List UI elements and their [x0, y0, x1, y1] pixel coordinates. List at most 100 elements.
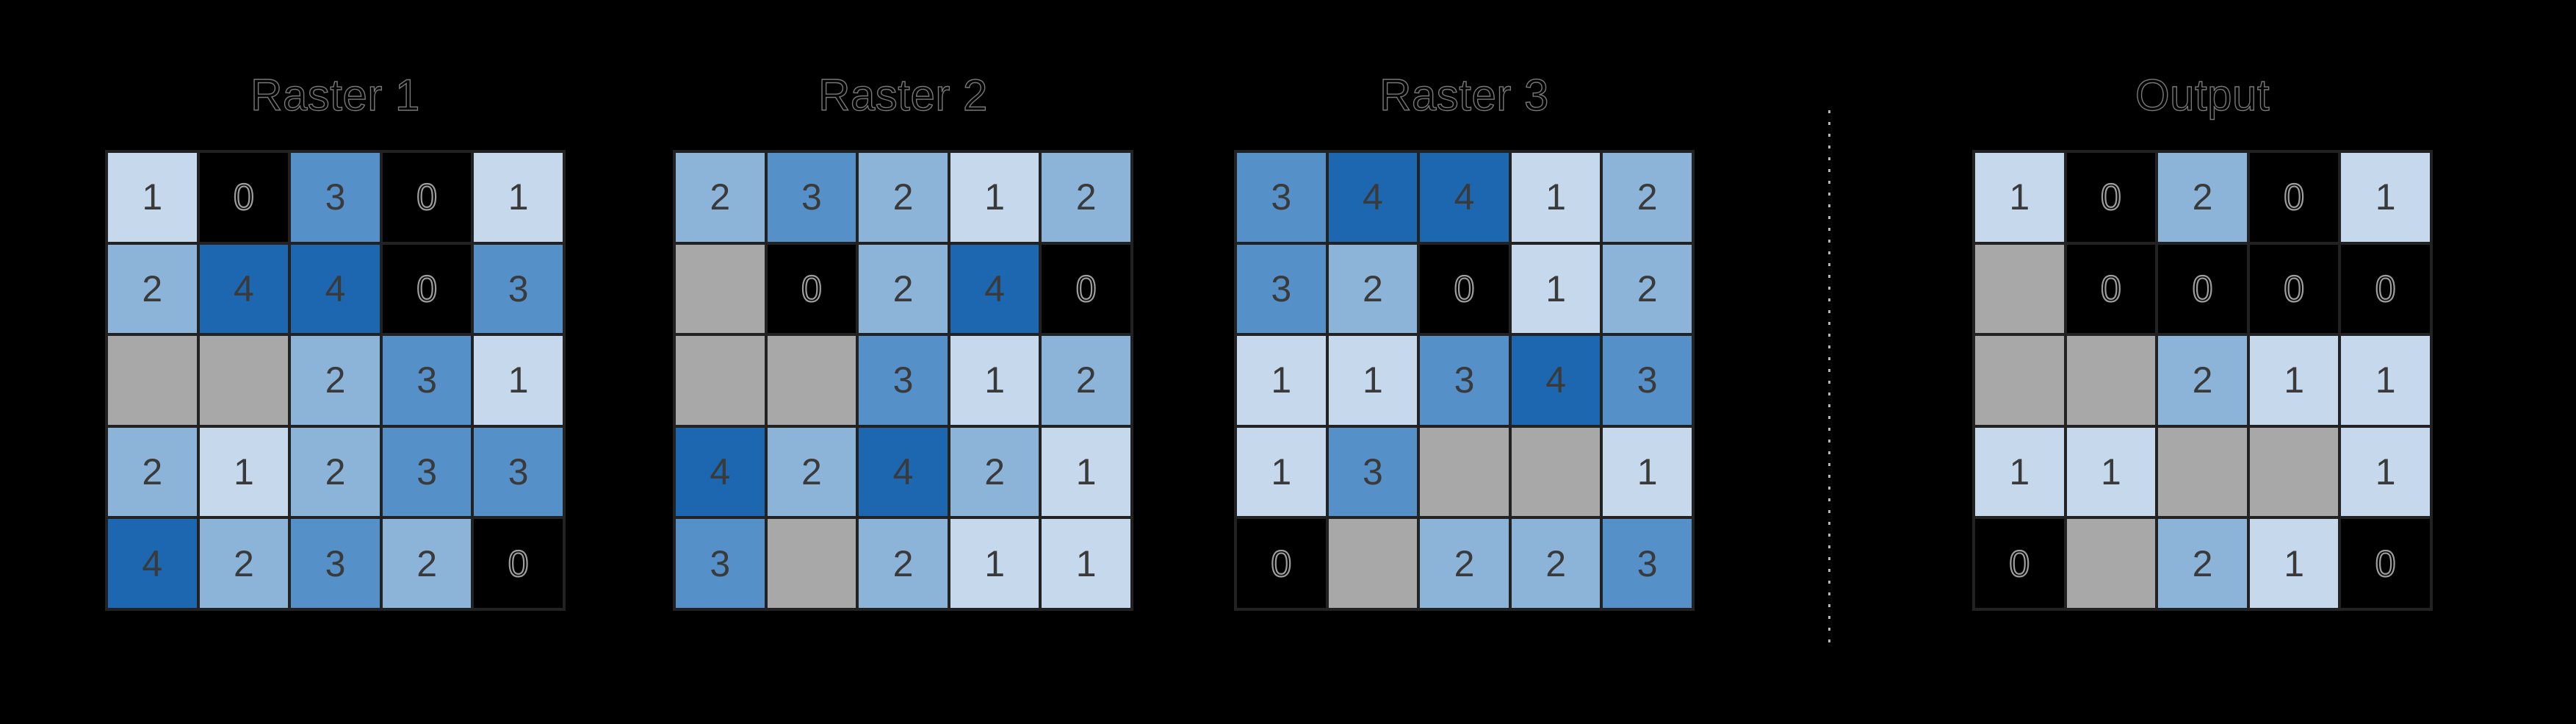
cell-value: 2: [325, 359, 346, 401]
cell-value: 1: [2375, 451, 2396, 493]
nodata-cell: [108, 336, 197, 425]
value-cell: 1: [950, 153, 1039, 242]
cell-value: 3: [1362, 451, 1383, 493]
value-cell: 4: [291, 244, 380, 334]
cell-value: 1: [2284, 359, 2304, 401]
value-cell: 1: [2341, 336, 2430, 425]
value-cell: 1: [108, 153, 197, 242]
cell-value: 2: [2192, 542, 2213, 584]
value-cell: 3: [1603, 519, 1692, 608]
cell-value: 3: [1271, 268, 1292, 309]
cell-value: 1: [142, 176, 163, 218]
value-cell: 1: [1511, 153, 1601, 242]
nodata-cell: [2066, 336, 2156, 425]
value-cell: 2: [1603, 153, 1692, 242]
cell-value: 4: [1362, 176, 1383, 218]
value-cell: 0: [2341, 519, 2430, 608]
cell-value: 0: [2283, 176, 2305, 218]
cell-value: 3: [508, 268, 529, 309]
value-cell: 0: [382, 244, 472, 334]
cell-value: 0: [508, 542, 530, 584]
cell-value: 1: [2375, 359, 2396, 401]
nodata-cell: [676, 336, 765, 425]
cell-value: 0: [801, 268, 823, 309]
cell-value: 2: [2192, 176, 2213, 218]
cell-value: 1: [1271, 451, 1292, 493]
cell-value: 4: [142, 542, 163, 584]
value-cell: 3: [676, 519, 765, 608]
value-cell: 3: [859, 336, 948, 425]
output-title: Output: [2135, 71, 2270, 120]
cell-value: 1: [2009, 176, 2030, 218]
value-cell: 0: [2249, 153, 2339, 242]
cell-value: 2: [2192, 359, 2213, 401]
cell-value: 1: [984, 542, 1005, 584]
cell-value: 0: [2283, 268, 2305, 309]
value-cell: 2: [108, 244, 197, 334]
nodata-cell: [1420, 427, 1509, 517]
cell-value: 4: [1545, 359, 1566, 401]
cell-value: 2: [142, 268, 163, 309]
cell-value: 4: [1454, 176, 1475, 218]
cell-value: 4: [325, 268, 346, 309]
cell-value: 3: [508, 451, 529, 493]
value-cell: 2: [1042, 153, 1130, 242]
value-cell: 4: [676, 427, 765, 517]
value-cell: 2: [2158, 519, 2247, 608]
value-cell: 0: [382, 153, 472, 242]
cell-value: 2: [984, 451, 1005, 493]
value-cell: 1: [1237, 336, 1326, 425]
nodata-cell: [767, 519, 856, 608]
value-cell: 4: [1511, 336, 1601, 425]
cell-value: 2: [1075, 176, 1097, 218]
cell-value: 2: [233, 542, 254, 584]
value-cell: 3: [382, 427, 472, 517]
cell-value: 0: [2100, 268, 2122, 309]
cell-value: 4: [710, 451, 731, 493]
dashed-separator-line: [1828, 110, 1830, 647]
cell-value: 0: [2375, 268, 2397, 309]
cell-value: 1: [1545, 268, 1566, 309]
value-cell: 3: [1237, 244, 1326, 334]
value-cell: 2: [2158, 153, 2247, 242]
value-cell: 2: [676, 153, 765, 242]
cell-value: 1: [2009, 451, 2030, 493]
value-cell: 0: [2066, 153, 2156, 242]
nodata-cell: [767, 336, 856, 425]
value-cell: 0: [767, 244, 856, 334]
value-cell: 4: [859, 427, 948, 517]
nodata-cell: [676, 244, 765, 334]
cell-value: 3: [325, 542, 346, 584]
value-cell: 1: [474, 336, 563, 425]
cell-value: 0: [1453, 268, 1475, 309]
value-cell: 3: [382, 336, 472, 425]
cell-value: 3: [801, 176, 822, 218]
value-cell: 1: [2341, 427, 2430, 517]
value-cell: 2: [199, 519, 289, 608]
cell-value: 4: [233, 268, 254, 309]
value-cell: 4: [1420, 153, 1509, 242]
value-cell: 0: [474, 519, 563, 608]
nodata-cell: [1975, 244, 2064, 334]
cell-value: 1: [984, 359, 1005, 401]
value-cell: 1: [950, 336, 1039, 425]
nodata-cell: [2158, 427, 2247, 517]
value-cell: 4: [108, 519, 197, 608]
value-cell: 2: [291, 336, 380, 425]
value-cell: 3: [1328, 427, 1418, 517]
value-cell: 1: [1511, 244, 1601, 334]
value-cell: 2: [2158, 336, 2247, 425]
cell-value: 1: [1075, 451, 1097, 493]
value-cell: 1: [2066, 427, 2156, 517]
value-cell: 2: [767, 427, 856, 517]
cell-value: 0: [1075, 268, 1097, 309]
value-cell: 0: [1975, 519, 2064, 608]
cell-value: 1: [2100, 451, 2121, 493]
cell-value: 0: [2375, 542, 2397, 584]
cell-value: 3: [325, 176, 346, 218]
value-cell: 3: [474, 244, 563, 334]
nodata-cell: [1975, 336, 2064, 425]
value-cell: 1: [1042, 519, 1130, 608]
